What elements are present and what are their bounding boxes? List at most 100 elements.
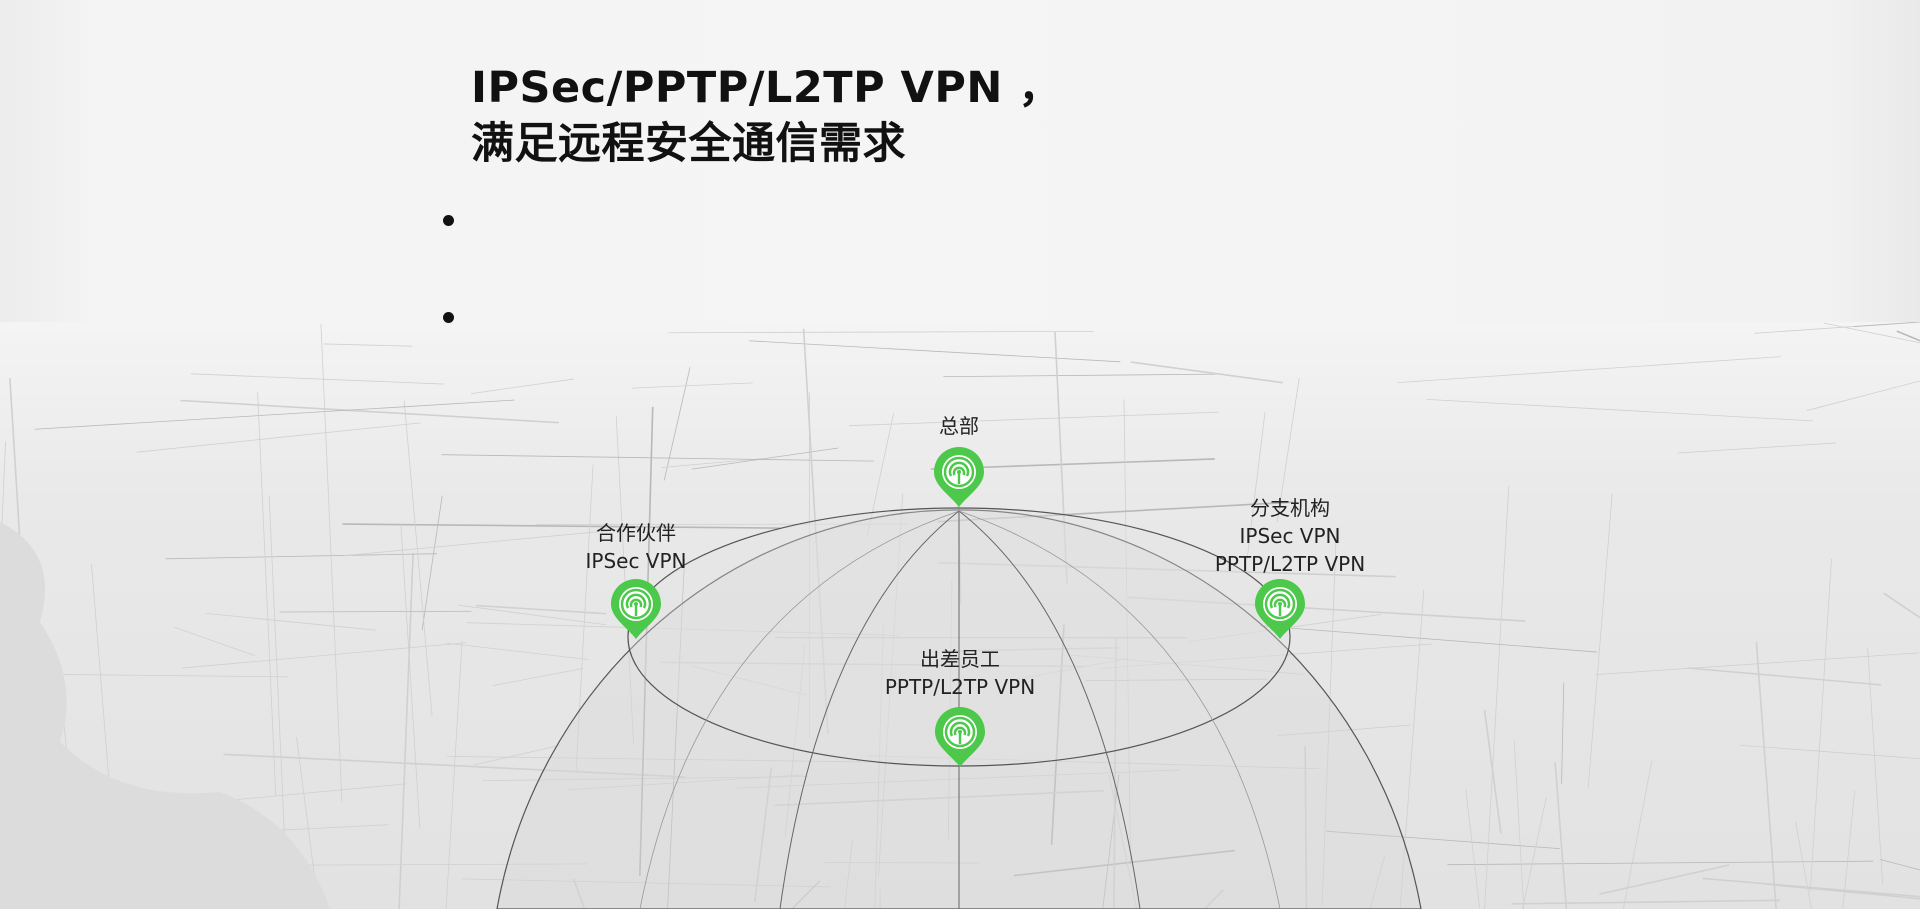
map-road	[1702, 877, 1920, 898]
map-road	[403, 400, 433, 717]
globe-meridian	[779, 510, 960, 909]
map-roads	[0, 322, 1920, 909]
map-road	[1511, 899, 1780, 905]
map-road	[941, 646, 1120, 652]
map-road	[441, 454, 874, 462]
map-background	[0, 322, 1920, 909]
map-road	[878, 493, 904, 876]
map-road	[639, 406, 654, 876]
map-road	[1867, 647, 1884, 885]
map-road	[1102, 774, 1120, 909]
map-road	[1595, 652, 1919, 676]
map-road	[136, 422, 421, 453]
map-road	[1513, 740, 1525, 909]
map-road	[1246, 412, 1266, 560]
node-protocol: IPSec VPN	[1239, 524, 1341, 548]
map-road	[736, 769, 1180, 789]
header-section	[0, 0, 1920, 322]
map-road	[323, 343, 413, 347]
globe-meridian	[958, 510, 1141, 909]
map-road	[1765, 883, 1920, 900]
map-road	[180, 399, 560, 424]
map-road	[492, 668, 584, 687]
map-road	[1522, 797, 1547, 909]
title-line-2: 满足远程安全通信需求	[471, 119, 906, 169]
map-road	[874, 625, 884, 909]
map-road	[748, 340, 1121, 363]
map-road	[1050, 624, 1065, 846]
map-road	[205, 613, 376, 631]
node-protocol: IPSec VPN	[585, 549, 687, 573]
map-road	[631, 382, 753, 389]
map-road	[1068, 654, 1305, 675]
map-road	[421, 495, 443, 631]
map-road	[34, 399, 515, 430]
map-road	[1054, 331, 1068, 584]
map-road	[774, 789, 1104, 807]
map-road	[1321, 527, 1337, 907]
map-road	[268, 496, 286, 860]
map-road	[1484, 485, 1510, 909]
map-road	[667, 558, 685, 909]
map-road	[668, 331, 1094, 334]
map-road	[1896, 330, 1920, 342]
map-road	[398, 552, 414, 909]
map-road	[937, 501, 1293, 523]
map-road	[824, 862, 980, 864]
map-road	[1677, 442, 1837, 454]
map-road	[473, 744, 561, 766]
map-road	[791, 880, 821, 909]
map-road	[1426, 398, 1814, 422]
signal-pin-icon[interactable]	[1254, 578, 1306, 640]
node-name: 总部	[939, 414, 979, 438]
map-road	[173, 626, 256, 657]
signal-pin-icon[interactable]	[933, 446, 985, 508]
map-road	[1304, 746, 1308, 909]
map-road	[1687, 667, 1882, 686]
map-road	[1483, 709, 1502, 834]
map-road	[279, 610, 472, 613]
node-label-traveler: 出差员工 PPTP/L2TP VPN	[885, 645, 1035, 701]
map-road	[1880, 859, 1920, 871]
map-road	[867, 413, 895, 536]
map-road	[1755, 641, 1777, 909]
map-road	[1127, 596, 1526, 622]
map-road	[445, 641, 463, 909]
node-protocol: PPTP/L2TP VPN	[1214, 552, 1366, 576]
map-road	[466, 622, 899, 636]
map-road	[482, 776, 809, 782]
map-road	[446, 642, 589, 660]
signal-pin-icon[interactable]	[934, 706, 986, 768]
node-name: 合作伙伴	[595, 521, 676, 545]
bullet-point	[443, 215, 454, 226]
map-road	[1012, 658, 1128, 681]
map-road	[660, 661, 1086, 668]
map-road	[470, 378, 574, 395]
map-road	[1561, 682, 1565, 784]
map-road	[938, 561, 1396, 578]
map-road	[567, 774, 804, 791]
map-road	[661, 458, 762, 468]
map-road	[1099, 643, 1433, 669]
map-road	[1397, 356, 1781, 384]
map-road	[190, 373, 444, 385]
map-road	[56, 674, 288, 678]
map-road	[1809, 558, 1832, 893]
map-road	[690, 665, 807, 696]
map-road	[844, 839, 853, 909]
map-road	[943, 373, 1219, 378]
map-road	[1203, 889, 1225, 909]
map-road	[1823, 322, 1920, 344]
map-road	[1259, 625, 1598, 653]
map-road	[802, 328, 829, 735]
map-road	[1369, 855, 1386, 909]
map-road	[849, 411, 1220, 427]
map-road	[165, 553, 438, 560]
map-road	[753, 767, 773, 902]
map-road	[1806, 380, 1920, 411]
map-road	[1399, 589, 1425, 909]
map-road	[1587, 493, 1613, 789]
map-road	[344, 525, 661, 557]
signal-pin-icon[interactable]	[610, 578, 662, 640]
bullet-point	[443, 312, 454, 323]
